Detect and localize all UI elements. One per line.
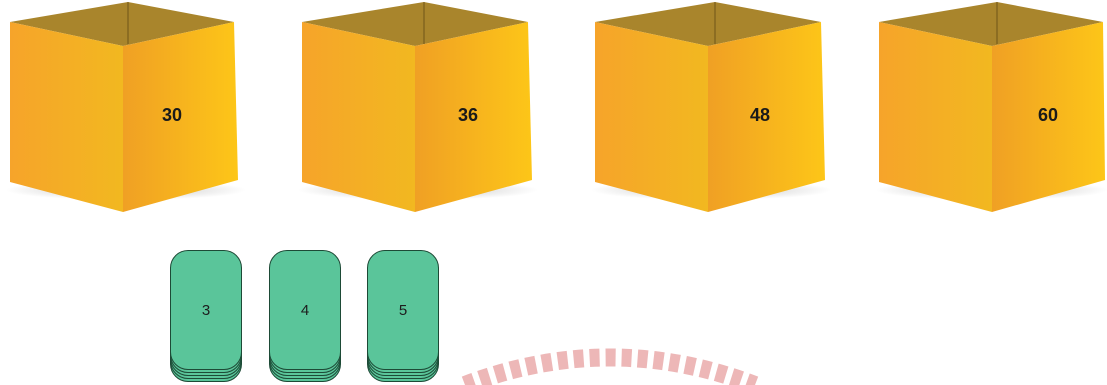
card-value-label: 5 <box>398 301 408 319</box>
card-face: 5 <box>367 250 439 370</box>
box-target-3[interactable]: 48 <box>591 0 831 214</box>
number-card-4[interactable]: 4 <box>269 250 345 383</box>
card-value-label: 4 <box>300 301 310 319</box>
box-target-4[interactable]: 60 <box>876 0 1107 214</box>
card-face: 4 <box>269 250 341 370</box>
box-value-label: 48 <box>749 105 771 125</box>
watermark-ribbon-icon <box>461 348 759 385</box>
number-card-5[interactable]: 5 <box>367 250 443 383</box>
card-face: 3 <box>170 250 242 370</box>
open-box-icon <box>6 2 246 212</box>
box-value-label: 30 <box>161 105 183 125</box>
number-card-3[interactable]: 3 <box>170 250 246 383</box>
open-box-icon <box>298 2 538 212</box>
card-value-label: 3 <box>201 301 211 319</box>
box-target-1[interactable]: 30 <box>6 0 246 214</box>
open-box-icon <box>876 2 1107 212</box>
box-value-label: 36 <box>457 105 479 125</box>
box-value-label: 60 <box>1037 105 1059 125</box>
box-target-2[interactable]: 36 <box>298 0 538 214</box>
open-box-icon <box>591 2 831 212</box>
